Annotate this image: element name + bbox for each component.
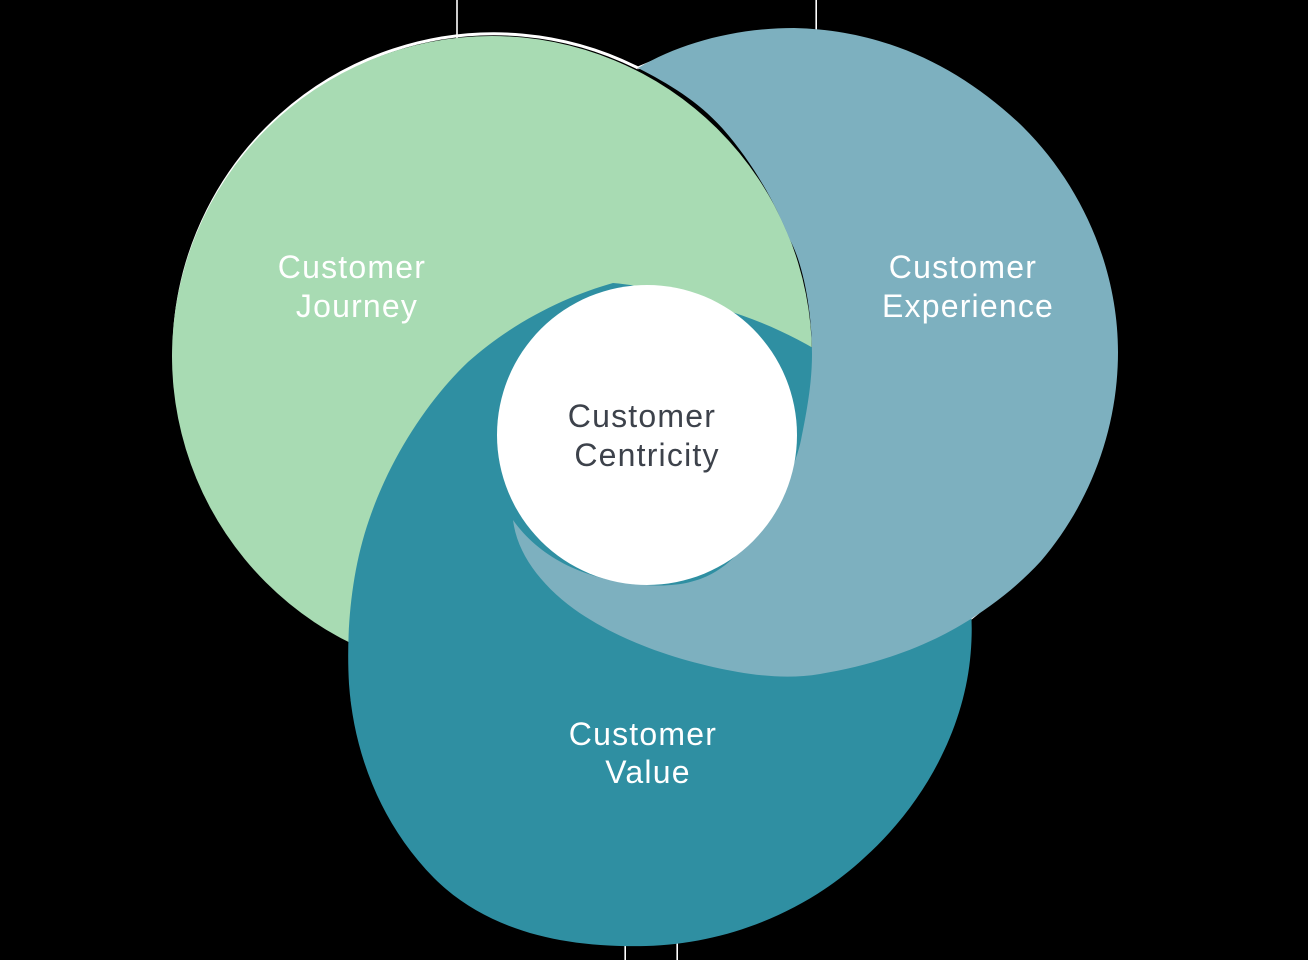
label-customer-centricity-line2: Centricity bbox=[574, 437, 719, 473]
label-customer-experience-line2: Experience bbox=[882, 288, 1054, 324]
label-customer-experience-line1: Customer bbox=[889, 249, 1037, 285]
label-customer-value-line2: Value bbox=[605, 754, 690, 790]
label-customer-journey-line2: Journey bbox=[296, 288, 418, 324]
label-customer-experience: Customer Experience bbox=[882, 249, 1054, 324]
label-customer-journey: Customer Journey bbox=[278, 249, 436, 324]
label-customer-value: Customer Value bbox=[569, 716, 727, 790]
label-customer-centricity: Customer Centricity bbox=[568, 398, 726, 473]
guide-line-top-left bbox=[456, 0, 458, 60]
label-customer-centricity-line1: Customer bbox=[568, 398, 716, 434]
guide-line-top-right bbox=[815, 0, 817, 55]
label-customer-journey-line1: Customer bbox=[278, 249, 426, 285]
petal-customer-experience bbox=[513, 28, 1118, 677]
label-customer-value-line1: Customer bbox=[569, 716, 717, 752]
center-circle bbox=[497, 285, 797, 585]
